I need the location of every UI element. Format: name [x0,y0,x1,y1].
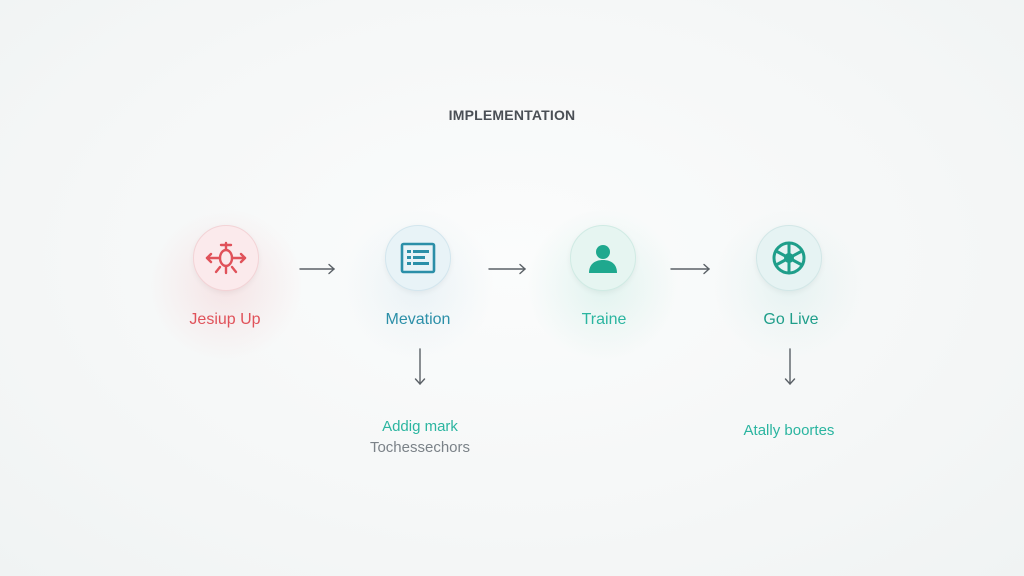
step-3-label: Traine [581,311,627,328]
arrow-right-3 [670,263,711,275]
arrow-right-2 [488,263,527,275]
step-1-label: Jesiup Up [189,311,261,328]
step-2-detail-line-2: Tochessechors [369,439,471,456]
step-2-detail-line-1: Addig mark [382,418,458,435]
globe-wheel-icon [772,241,806,275]
arrow-right-1 [299,263,336,275]
document-list-icon [400,242,436,274]
arrow-down-1 [414,348,426,386]
person-icon [589,245,617,273]
step-2-icon-circle [385,225,451,291]
diagram-title: IMPLEMENTATION [448,107,576,123]
step-1-icon-circle [193,225,259,291]
step-2-label: Mevation [385,311,451,328]
step-4-label: Go Live [763,311,819,328]
step-3-icon-circle [570,225,636,291]
step-4-detail-line-1: Atally boortes [743,422,835,439]
step-4-icon-circle [756,225,822,291]
arrow-down-2 [784,348,796,386]
network-node-icon [205,241,247,275]
